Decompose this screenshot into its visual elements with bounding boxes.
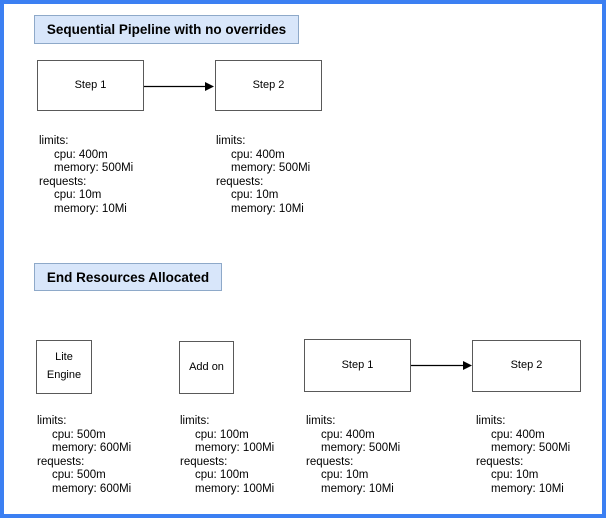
node-bottom-step2: Step 2 (472, 340, 581, 392)
resource-line: requests: (180, 455, 228, 468)
arrow-bottom-step1-to-step2 (411, 361, 472, 370)
resource-line: limits: (476, 415, 506, 427)
resource-line: memory: 600Mi (52, 442, 132, 454)
resource-line: memory: 100Mi (195, 442, 275, 454)
resources-top-step2: limits: cpu: 400m memory: 500Mi requests… (216, 135, 310, 216)
section2-title: End Resources Allocated (34, 263, 222, 291)
node-label: Lite Engine (46, 351, 82, 381)
resource-line: limits: (216, 135, 246, 147)
resources-add-on: limits: cpu: 100m memory: 100Mi requests… (180, 415, 274, 496)
resource-line: limits: (306, 415, 336, 427)
resource-line: memory: 500Mi (231, 162, 311, 174)
resources-lite-engine: limits: cpu: 500m memory: 600Mi requests… (37, 415, 131, 496)
node-label: Add on (189, 360, 224, 373)
section1-title: Sequential Pipeline with no overrides (34, 15, 299, 44)
node-top-step1: Step 1 (37, 60, 144, 111)
node-top-step2: Step 2 (215, 60, 322, 111)
node-label: Step 1 (74, 78, 107, 91)
resources-top-step1: limits: cpu: 400m memory: 500Mi requests… (39, 135, 133, 216)
resource-line: memory: 500Mi (54, 162, 134, 174)
resource-line: limits: (180, 415, 210, 427)
resource-line: cpu: 100m (195, 428, 249, 441)
resource-line: memory: 500Mi (321, 442, 401, 454)
arrow-top-step1-to-step2 (144, 82, 214, 91)
node-label: Step 2 (510, 359, 543, 372)
node-lite-engine: Lite Engine (36, 340, 92, 394)
resource-line: cpu: 400m (54, 148, 108, 161)
resource-line: memory: 10Mi (321, 482, 394, 495)
resource-line: cpu: 400m (231, 148, 285, 161)
resource-line: requests: (306, 455, 354, 468)
arrow-head (205, 82, 214, 91)
resource-line: cpu: 500m (52, 428, 106, 441)
resource-line: requests: (37, 455, 85, 468)
resource-line: requests: (476, 455, 524, 468)
resource-line: requests: (39, 175, 87, 188)
resource-line: cpu: 400m (321, 428, 375, 441)
resource-line: memory: 10Mi (231, 202, 304, 215)
resource-line: cpu: 100m (195, 469, 249, 481)
resource-line: cpu: 10m (491, 469, 539, 481)
node-label: Step 1 (341, 358, 374, 371)
node-label: Step 2 (252, 78, 285, 91)
resource-line: cpu: 400m (491, 428, 545, 441)
node-bottom-step1: Step 1 (304, 339, 411, 392)
resources-bottom-step1: limits: cpu: 400m memory: 500Mi requests… (306, 415, 400, 496)
resource-line: cpu: 10m (231, 189, 279, 201)
resource-line: memory: 10Mi (54, 202, 127, 215)
resource-line: limits: (37, 415, 67, 427)
resource-line: memory: 10Mi (491, 482, 564, 495)
resource-line: memory: 100Mi (195, 482, 275, 495)
resource-line: cpu: 10m (321, 469, 369, 481)
resource-line: limits: (39, 135, 69, 147)
resource-line: memory: 500Mi (491, 442, 571, 454)
resource-line: cpu: 500m (52, 469, 106, 481)
resource-line: requests: (216, 175, 264, 188)
resources-bottom-step2: limits: cpu: 400m memory: 500Mi requests… (476, 415, 570, 496)
node-add-on: Add on (179, 341, 234, 394)
arrow-head (463, 361, 472, 370)
resource-line: memory: 600Mi (52, 482, 132, 495)
resource-line: cpu: 10m (54, 189, 102, 201)
